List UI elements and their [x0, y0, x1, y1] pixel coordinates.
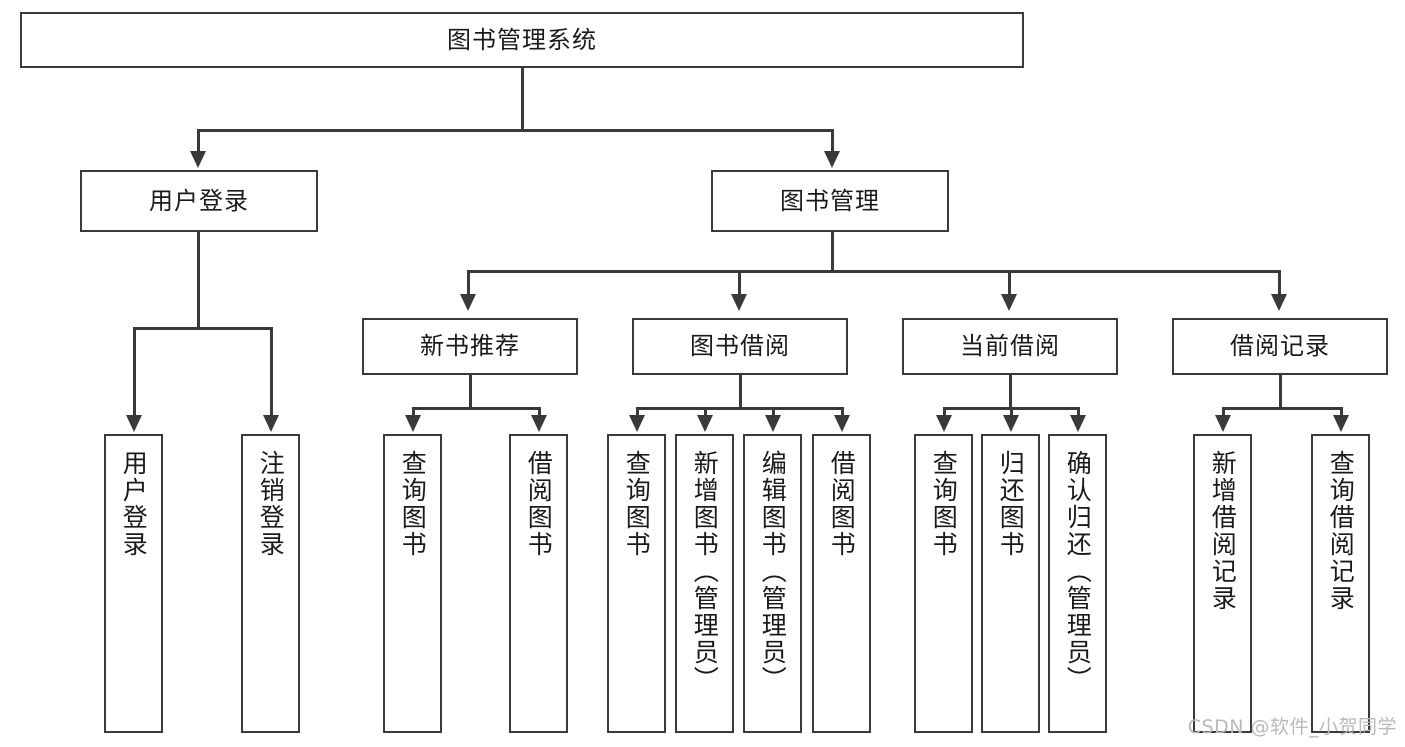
leaf-current-borrow-确认归还管理员[interactable]: 确认归还（管理员） [1048, 434, 1107, 733]
connector-root-bar [197, 129, 834, 132]
arrowhead-new-book-leaf-0 [405, 415, 421, 432]
connector-new-book-bar [412, 407, 540, 410]
leaf-current-borrow-归还图书[interactable]: 归还图书 [981, 434, 1040, 733]
leaf-new-book-查询图书[interactable]: 查询图书 [383, 434, 442, 733]
node-label: 用户登录 [119, 450, 149, 558]
connector-book-mgmt-to-borrow-book [738, 270, 741, 297]
node-label: 查询图书 [622, 450, 652, 558]
connector-book-mgmt-to-new-book [467, 270, 470, 297]
node-new-book-recommend[interactable]: 新书推荐 [362, 318, 578, 375]
leaf-user-login-注销登录[interactable]: 注销登录 [241, 434, 300, 733]
connector-new-book-to-leaf-1 [538, 407, 541, 418]
node-label: 图书管理系统 [447, 25, 597, 54]
connector-borrow-record-stem [1279, 375, 1282, 409]
node-root-图书管理系统[interactable]: 图书管理系统 [20, 12, 1024, 68]
connector-borrow-book-to-leaf-0 [636, 407, 639, 418]
node-label: 查询借阅记录 [1326, 450, 1356, 612]
arrowhead-book-mgmt-borrow-book [731, 294, 747, 311]
node-label: 用户登录 [149, 186, 249, 215]
leaf-borrow-book-编辑图书管理员[interactable]: 编辑图书（管理员） [743, 434, 802, 733]
node-label: 新书推荐 [420, 332, 520, 361]
connector-borrow-record-to-leaf-1 [1340, 407, 1343, 418]
connector-borrow-record-bar [1222, 407, 1342, 410]
connector-user-login-to-leaf-1 [270, 327, 273, 418]
node-current-borrow[interactable]: 当前借阅 [902, 318, 1118, 375]
node-book-borrow[interactable]: 图书借阅 [632, 318, 848, 375]
arrowhead-current-borrow-leaf-1 [1003, 415, 1019, 432]
arrowhead-book-mgmt-new-book [460, 294, 476, 311]
node-label: 查询图书 [929, 450, 959, 558]
arrowhead-borrow-record-leaf-0 [1215, 415, 1231, 432]
connector-book-mgmt-to-borrow-record [1278, 270, 1281, 297]
leaf-borrow-book-查询图书[interactable]: 查询图书 [607, 434, 666, 733]
connector-user-login-bar [133, 327, 272, 330]
arrowhead-user-login-leaf-1 [263, 415, 279, 432]
arrowhead-new-book-leaf-1 [531, 415, 547, 432]
connector-current-borrow-to-leaf-2 [1077, 407, 1080, 418]
connector-current-borrow-to-leaf-1 [1010, 407, 1013, 418]
leaf-borrow-book-借阅图书[interactable]: 借阅图书 [812, 434, 871, 733]
arrowhead-book-mgmt-current-borrow [1001, 294, 1017, 311]
arrowhead-user-login-leaf-0 [126, 415, 142, 432]
arrowhead-book-mgmt-borrow-record [1271, 294, 1287, 311]
node-label: 借阅记录 [1230, 332, 1330, 361]
node-label: 借阅图书 [524, 450, 554, 558]
connector-new-book-stem [469, 375, 472, 409]
arrowhead-root-to-user-login [190, 151, 206, 168]
connector-root-stem [521, 68, 524, 131]
arrowhead-borrow-book-leaf-2 [765, 415, 781, 432]
node-book-management[interactable]: 图书管理 [711, 170, 949, 232]
connector-book-mgmt-to-current-borrow [1008, 270, 1011, 297]
node-label: 图书管理 [780, 186, 880, 215]
connector-current-borrow-to-leaf-0 [943, 407, 946, 418]
node-label: 新增借阅记录 [1208, 450, 1238, 612]
connector-user-login-to-leaf-0 [133, 327, 136, 418]
connector-borrow-book-to-leaf-1 [704, 407, 707, 418]
arrowhead-borrow-record-leaf-1 [1333, 415, 1349, 432]
node-label: 归还图书 [996, 450, 1026, 558]
arrowhead-borrow-book-leaf-3 [834, 415, 850, 432]
node-label: 借阅图书 [827, 450, 857, 558]
connector-borrow-record-to-leaf-0 [1222, 407, 1225, 418]
node-label: 确认归还（管理员） [1063, 450, 1093, 693]
arrowhead-root-to-book-mgmt [824, 151, 840, 168]
connector-root-to-user-login [197, 129, 200, 154]
connector-borrow-book-to-leaf-3 [841, 407, 844, 418]
connector-new-book-to-leaf-0 [412, 407, 415, 418]
leaf-borrow-book-新增图书管理员[interactable]: 新增图书（管理员） [675, 434, 734, 733]
leaf-new-book-借阅图书[interactable]: 借阅图书 [509, 434, 568, 733]
connector-borrow-book-stem [739, 375, 742, 409]
connector-book-mgmt-bar [467, 270, 1280, 273]
node-label: 编辑图书（管理员） [758, 450, 788, 693]
connector-user-login-stem [197, 232, 200, 329]
arrowhead-borrow-book-leaf-1 [697, 415, 713, 432]
connector-borrow-book-bar [636, 407, 844, 410]
csdn-watermark: CSDN @软件_小贺同学 [1187, 716, 1397, 738]
leaf-borrow-record-新增借阅记录[interactable]: 新增借阅记录 [1193, 434, 1252, 733]
connector-root-to-book-mgmt [831, 129, 834, 154]
connector-current-borrow-stem [1009, 375, 1012, 409]
connector-book-mgmt-stem [831, 232, 834, 272]
arrowhead-borrow-book-leaf-0 [629, 415, 645, 432]
node-label: 图书借阅 [690, 332, 790, 361]
arrowhead-current-borrow-leaf-0 [936, 415, 952, 432]
node-borrow-record[interactable]: 借阅记录 [1172, 318, 1388, 375]
leaf-current-borrow-查询图书[interactable]: 查询图书 [914, 434, 973, 733]
node-user-login[interactable]: 用户登录 [80, 170, 318, 232]
connector-borrow-book-to-leaf-2 [772, 407, 775, 418]
node-label: 查询图书 [398, 450, 428, 558]
leaf-borrow-record-查询借阅记录[interactable]: 查询借阅记录 [1311, 434, 1370, 733]
leaf-user-login-用户登录[interactable]: 用户登录 [104, 434, 163, 733]
arrowhead-current-borrow-leaf-2 [1070, 415, 1086, 432]
node-label: 当前借阅 [960, 332, 1060, 361]
node-label: 新增图书（管理员） [690, 450, 720, 693]
node-label: 注销登录 [256, 450, 286, 558]
